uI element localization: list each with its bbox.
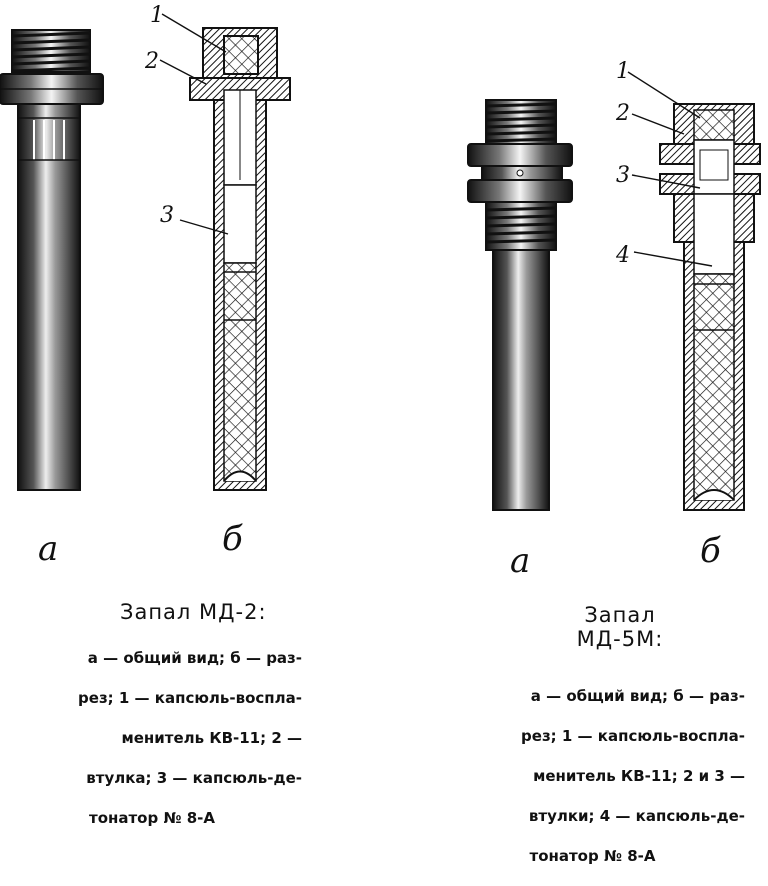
md5m-general-view <box>467 99 573 511</box>
md2-caption-body: а — общий вид; б — раз- рез; 1 — капсюль… <box>2 628 302 848</box>
md2-sublabel-a: а <box>38 529 58 569</box>
md2-caption-title: Запал МД-2: <box>120 600 267 624</box>
caption-line: рез; 1 — капсюль-воспла- <box>78 689 302 707</box>
md2-callout-1: 1 <box>150 3 164 28</box>
md5m-caption-body: а — общий вид; б — раз- рез; 1 — капсюль… <box>440 666 745 886</box>
caption-line: менитель КВ-11; 2 и 3 — <box>533 767 745 785</box>
caption-line: втулки; 4 — капсюль-де- <box>528 807 745 825</box>
caption-line: тонатор № 8-А <box>89 809 215 827</box>
caption-line: а — общий вид; б — раз- <box>87 649 302 667</box>
caption-line: тонатор № 8-А <box>529 847 656 865</box>
caption-line: втулка; 3 — капсюль-де- <box>86 769 302 787</box>
md5m-sublabel-a: а <box>510 541 530 581</box>
md2-cross-section <box>189 27 291 491</box>
md5m-callout-2: 2 <box>615 101 630 126</box>
md5m-callout-4: 4 <box>615 243 630 268</box>
md5m-caption-title: Запал МД-5М: <box>576 603 664 651</box>
md2-callout-2: 2 <box>144 49 159 74</box>
caption-line: а — общий вид; б — раз- <box>530 687 745 705</box>
md2-sublabel-b: б <box>222 519 243 559</box>
md5m-sublabel-b: б <box>700 531 721 571</box>
md5m-callout-1: 1 <box>616 59 630 84</box>
md2-general-view <box>0 29 104 491</box>
fuze-illustrations: 1 2 3 а б <box>0 3 761 581</box>
caption-line: менитель КВ-11; 2 — <box>121 729 302 747</box>
md2-callout-3: 3 <box>160 203 174 228</box>
md5m-cross-section <box>659 103 761 511</box>
caption-line: рез; 1 — капсюль-воспла- <box>521 727 745 745</box>
md5m-callout-3: 3 <box>616 163 630 188</box>
